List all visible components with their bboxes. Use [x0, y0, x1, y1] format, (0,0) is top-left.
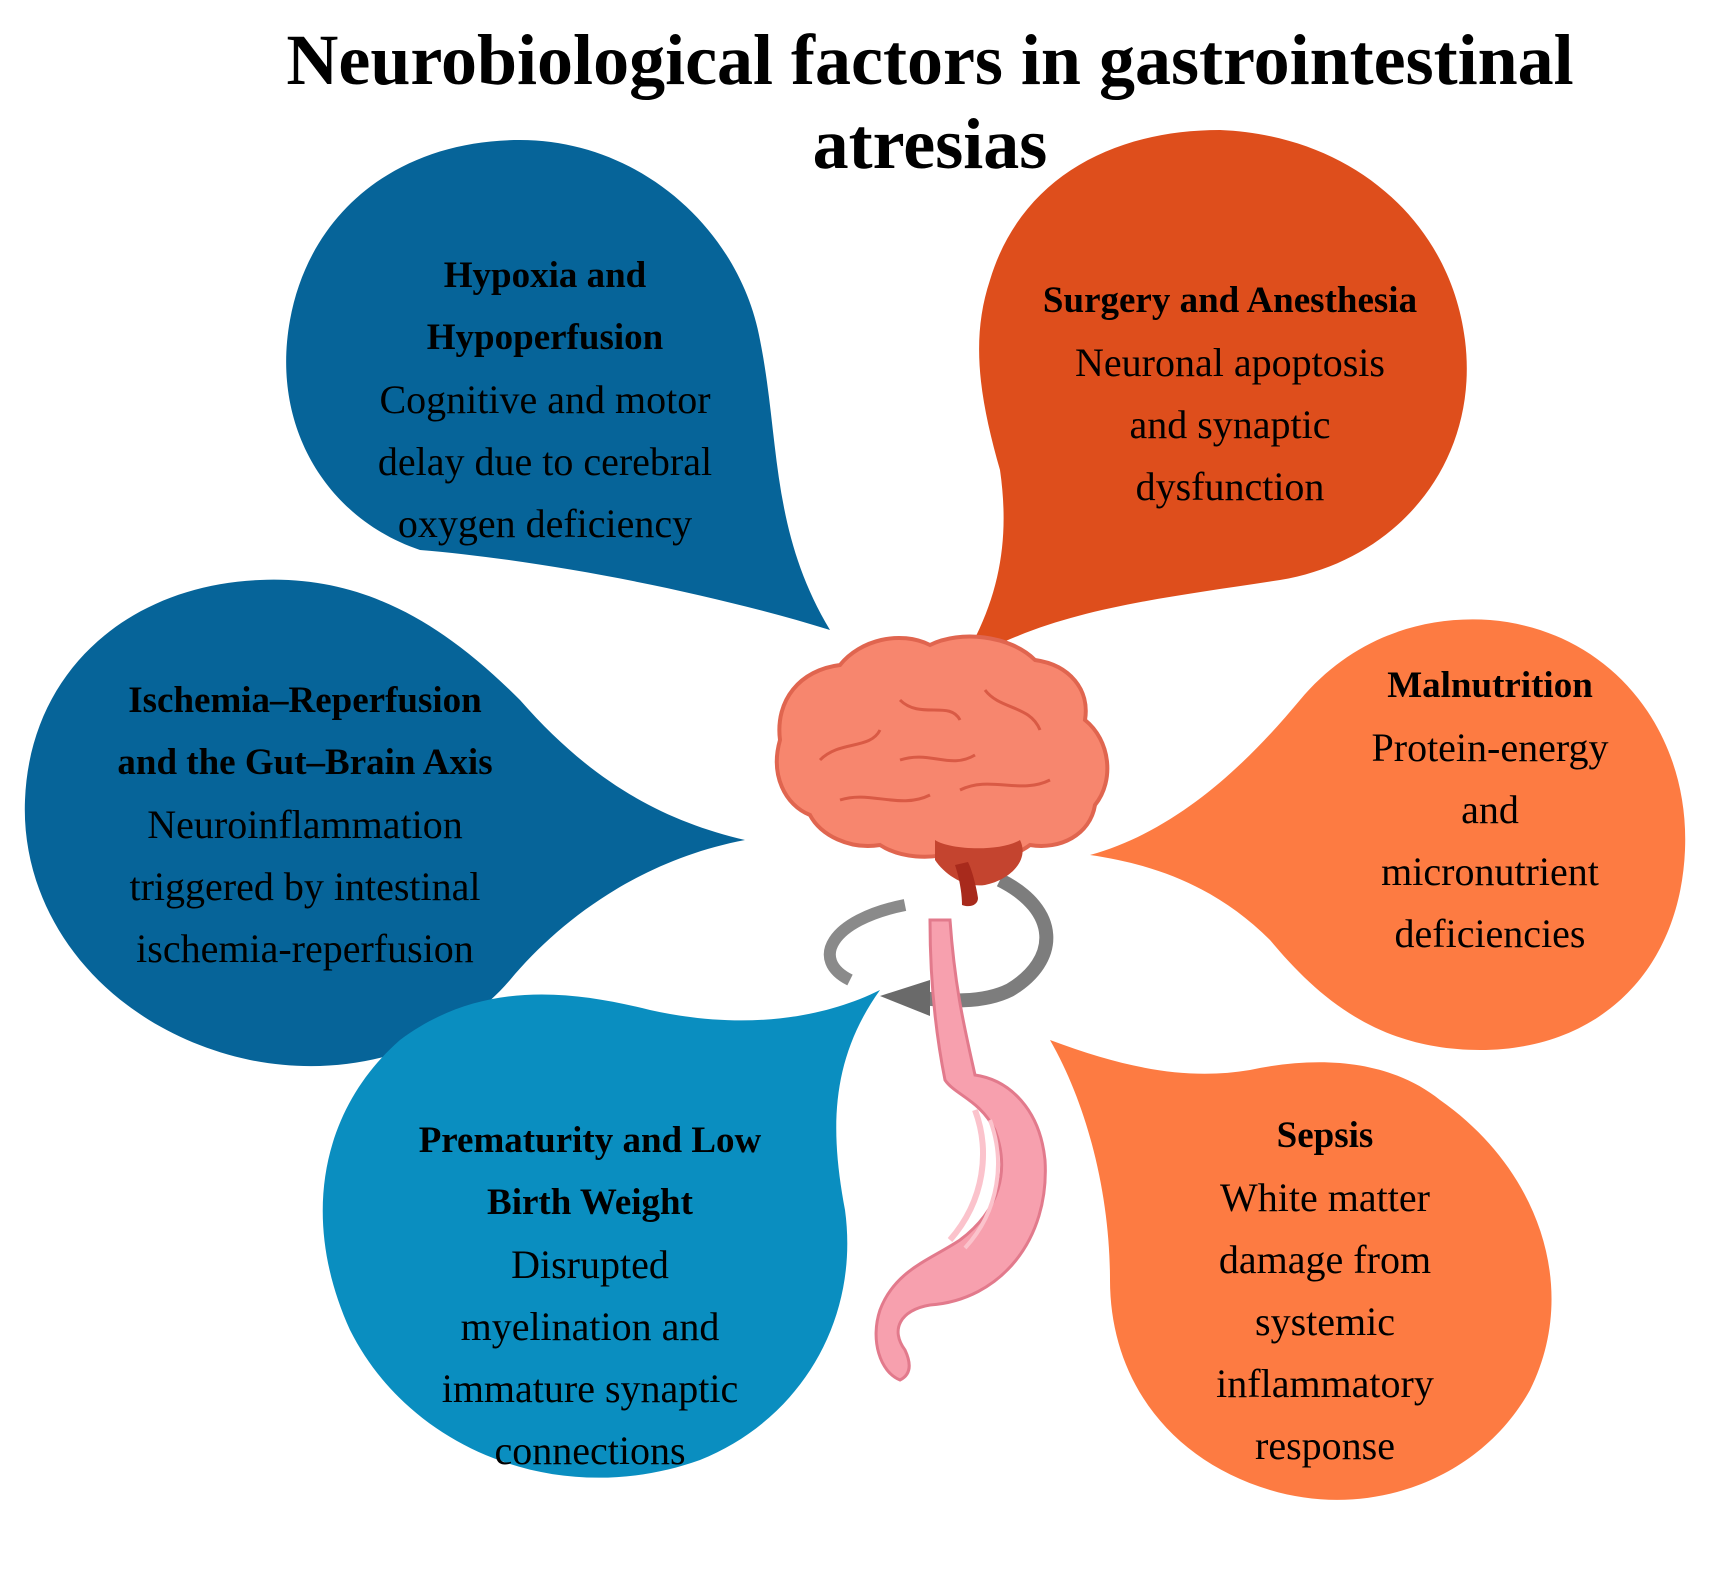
bubble-prematurity [322, 990, 880, 1478]
factor-sepsis-heading-1: Sepsis [1276, 1115, 1374, 1156]
factor-malnutrition-heading-1: Malnutrition [1387, 665, 1593, 706]
bubble-sepsis [1050, 1040, 1552, 1500]
factor-surgery-body-2: and synaptic [1129, 402, 1331, 447]
factor-prematurity-body-2: myelination and [460, 1304, 720, 1349]
diagram-title: Neurobiological factors in gastrointesti… [150, 18, 1710, 186]
factor-hypoxia-body-3: oxygen deficiency [397, 501, 693, 546]
factor-prematurity: Prematurity and Low Birth Weight Disrupt… [385, 1110, 795, 1482]
factor-malnutrition-body-3: micronutrient [1381, 849, 1599, 894]
bubble-hypoxia [286, 140, 830, 630]
factor-hypoxia-heading-1: Hypoxia and [443, 255, 647, 296]
factor-sepsis-body-3: systemic [1255, 1299, 1395, 1344]
factor-surgery-body-3: dysfunction [1135, 464, 1325, 509]
factor-malnutrition-body-4: deficiencies [1394, 911, 1586, 956]
title-line-1: Neurobiological factors in gastrointesti… [286, 20, 1574, 100]
factor-sepsis-body-4: inflammatory [1216, 1361, 1434, 1406]
factor-prematurity-body-1: Disrupted [511, 1242, 669, 1287]
factor-ischemia-heading-1: Ischemia–Reperfusion [128, 680, 482, 721]
factor-surgery-heading-1: Surgery and Anesthesia [1042, 280, 1418, 321]
factor-ischemia: Ischemia–Reperfusion and the Gut–Brain A… [75, 670, 535, 980]
factor-ischemia-heading-2: and the Gut–Brain Axis [117, 742, 493, 783]
stomach-icon [874, 918, 1047, 1382]
brain-icon [774, 634, 1110, 907]
factor-sepsis-body-5: response [1255, 1423, 1395, 1468]
factor-hypoxia: Hypoxia and Hypoperfusion Cognitive and … [335, 245, 755, 555]
factor-prematurity-heading-2: Birth Weight [487, 1182, 693, 1223]
factor-sepsis-body-1: White matter [1220, 1175, 1430, 1220]
factor-ischemia-body-1: Neuroinflammation [147, 802, 463, 847]
factor-surgery: Surgery and Anesthesia Neuronal apoptosi… [1010, 270, 1450, 518]
factor-hypoxia-body-2: delay due to cerebral [377, 439, 713, 484]
bubble-malnutrition [1090, 619, 1686, 1050]
bubble-surgery [960, 130, 1467, 665]
factor-prematurity-body-3: immature synaptic [441, 1366, 739, 1411]
factor-ischemia-body-3: ischemia-reperfusion [136, 926, 474, 971]
factor-malnutrition-body-2: and [1461, 787, 1519, 832]
factor-hypoxia-heading-2: Hypoperfusion [426, 317, 664, 358]
title-line-2: atresias [812, 104, 1048, 184]
factor-prematurity-heading-1: Prematurity and Low [418, 1120, 762, 1161]
factor-sepsis-body-2: damage from [1218, 1237, 1432, 1282]
bubble-ischemia [24, 579, 745, 1067]
factor-ischemia-body-2: triggered by intestinal [129, 864, 481, 909]
factor-sepsis: Sepsis White matter damage from systemic… [1160, 1105, 1490, 1477]
factor-surgery-body-1: Neuronal apoptosis [1075, 340, 1385, 385]
factor-malnutrition-body-1: Protein-energy [1371, 725, 1609, 770]
factor-malnutrition: Malnutrition Protein-energy and micronut… [1320, 655, 1660, 965]
factor-prematurity-body-4: connections [494, 1428, 686, 1473]
factor-hypoxia-body-1: Cognitive and motor [379, 377, 711, 422]
